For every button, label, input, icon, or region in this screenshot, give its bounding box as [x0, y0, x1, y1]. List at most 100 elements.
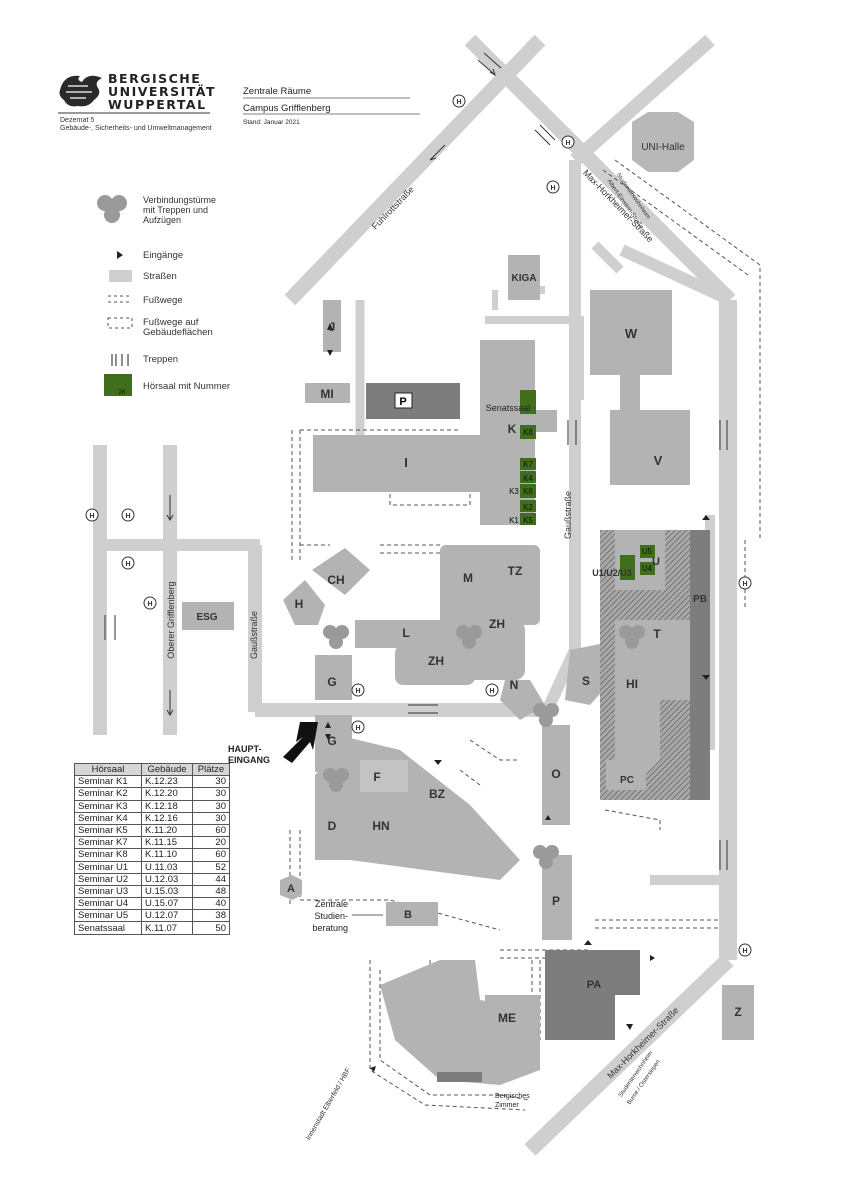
svg-text:H: H: [742, 948, 747, 955]
tower-icon: [456, 625, 482, 649]
label-hall-k5: K5: [523, 516, 533, 525]
label-p: P: [552, 894, 560, 908]
label-w: W: [625, 326, 638, 341]
label-b: B: [404, 909, 412, 921]
legend-towers-line: mit Treppen und: [143, 205, 209, 215]
label-g-1: G: [327, 675, 336, 689]
legend-streets: Straßen: [143, 271, 177, 282]
label-hn: HN: [372, 819, 389, 833]
label-mi: MI: [320, 387, 333, 401]
department-line: Dezernat 5: [60, 117, 95, 124]
tower-icon: [533, 703, 559, 727]
label-zh-1: ZH: [489, 617, 505, 631]
tower-icon: [323, 625, 349, 649]
label-t: T: [653, 627, 661, 641]
campus-name: Campus Grifflenberg: [243, 103, 331, 114]
university-name-line: WUPPERTAL: [108, 97, 207, 112]
legend-footpaths-buildings-line: Fußwege auf: [143, 317, 199, 328]
label-hall-u4: U4: [642, 564, 653, 573]
seats-cell: 30: [192, 775, 230, 789]
university-name: BERGISCHE UNIVERSITÄT WUPPERTAL: [108, 72, 216, 111]
room-name-cell: Seminar U5: [74, 909, 142, 923]
seats-cell: 38: [192, 909, 230, 923]
label-me: ME: [498, 1011, 516, 1025]
tower-icon: [619, 625, 645, 649]
label-studienberatung-2: Studien-: [314, 911, 348, 921]
legend-hall-number: 26: [119, 390, 126, 396]
label-senatssaal: Senatssaal: [486, 403, 531, 413]
label-n: N: [510, 678, 519, 692]
label-s: S: [582, 674, 590, 688]
label-bergisches-zimmer-1: Bergisches: [495, 1093, 530, 1100]
building-code-cell: U.12.03: [141, 872, 193, 886]
building-code-cell: U.15.03: [141, 884, 193, 899]
label-d: D: [328, 819, 337, 833]
header-hoersaal: Hörsaal: [74, 762, 142, 777]
seats-cell: 40: [192, 897, 230, 911]
label-u123: U1/U2/U3: [592, 568, 632, 578]
buildings: [182, 112, 754, 1085]
label-hi: HI: [626, 677, 638, 691]
label-bz: BZ: [429, 787, 445, 801]
legend-stairs: Treppen: [143, 354, 179, 365]
seats-cell: 48: [192, 884, 230, 899]
roads: [93, 34, 737, 1156]
label-i: I: [404, 455, 408, 470]
label-parking: P: [399, 396, 406, 408]
svg-text:H: H: [355, 688, 360, 695]
legend-towers: Verbindungstürme mit Treppen und Aufzüge…: [143, 195, 216, 225]
room-name-cell: Seminar U3: [74, 884, 142, 899]
svg-text:H: H: [147, 601, 152, 608]
legend-footpaths-buildings-line: Gebäudeflächen: [143, 327, 213, 338]
building-code-cell: K.12.20: [141, 787, 193, 801]
label-kiga: KIGA: [512, 273, 537, 284]
label-gaussstrasse-left: Gaußstraße: [249, 611, 259, 659]
room-name-cell: Senatssaal: [74, 921, 142, 935]
label-hall-k2: K2: [523, 503, 533, 512]
svg-text:H: H: [565, 140, 570, 147]
room-name-cell: Seminar U4: [74, 897, 142, 911]
building-code-cell: U.11.03: [141, 860, 193, 874]
building-code-cell: K.11.20: [141, 823, 193, 838]
label-m: M: [463, 571, 473, 585]
legend-towers-line: Verbindungstürme: [143, 195, 217, 205]
building-code-cell: K.12.23: [141, 775, 193, 789]
label-studienberatung-3: beratung: [312, 923, 348, 933]
svg-text:H: H: [456, 99, 461, 106]
legend-street-swatch: [109, 270, 132, 282]
seats-cell: 60: [192, 823, 230, 838]
label-g-2: G: [327, 734, 336, 748]
table-header-row: Hörsaal Gebäude Plätze: [74, 762, 230, 777]
lecture-halls: [104, 374, 655, 580]
label-gaussstrasse-center: Gaußstraße: [563, 491, 573, 539]
bus-stops: [85, 94, 752, 957]
seats-cell: 30: [192, 799, 230, 813]
seats-cell: 60: [192, 848, 230, 862]
header-gebaeude: Gebäude: [141, 762, 193, 777]
label-a: A: [287, 883, 295, 895]
room-name-cell: Seminar K2: [74, 787, 142, 801]
label-ch: CH: [327, 573, 344, 587]
svg-text:H: H: [355, 725, 360, 732]
svg-text:H: H: [742, 581, 747, 588]
parking-icon: [394, 392, 413, 409]
seats-cell: 52: [192, 860, 230, 874]
connection-towers: [97, 195, 645, 869]
room-name-cell: Seminar K7: [74, 836, 142, 850]
label-esg: ESG: [196, 612, 217, 623]
building-code-cell: U.12.07: [141, 909, 193, 923]
label-hall-k1: K1: [509, 516, 519, 525]
svg-text:H: H: [125, 513, 130, 520]
label-v: V: [654, 453, 663, 468]
legend-footpaths-buildings: Fußwege auf Gebäudeflächen: [143, 318, 213, 338]
main-entrance-arrow: [283, 722, 318, 763]
